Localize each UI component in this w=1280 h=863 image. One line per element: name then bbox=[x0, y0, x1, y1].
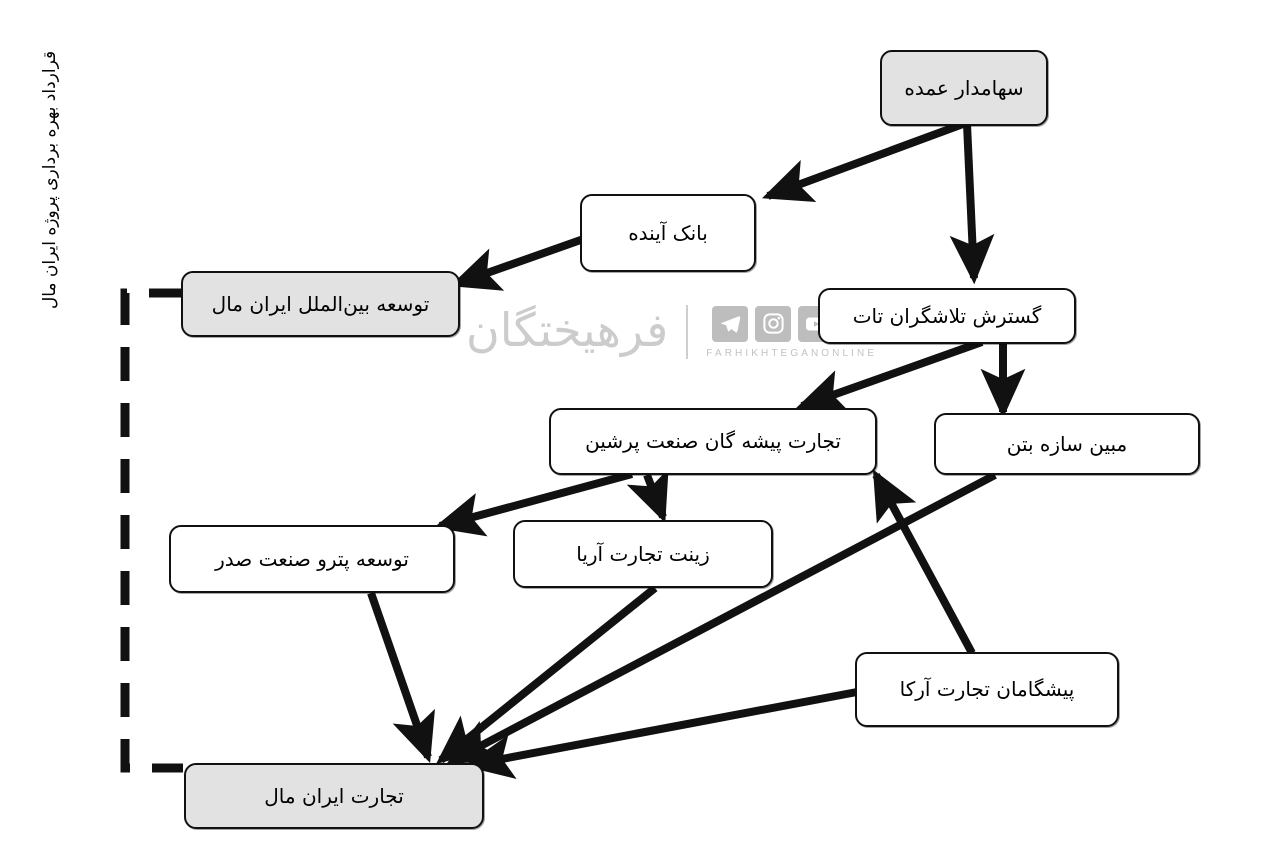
node-tosee-beinolmelal-iran-mall[interactable]: توسعه بین‌الملل ایران مال bbox=[181, 271, 460, 337]
watermark-logo: فرهیختگان bbox=[466, 303, 669, 357]
edge-major-shareholder-to-bank-ayandeh bbox=[761, 120, 965, 203]
edge-pishgaman-arka-to-tejarat-pishegan bbox=[872, 469, 976, 655]
watermark-divider bbox=[686, 305, 689, 359]
instagram-icon bbox=[755, 305, 792, 342]
node-label: تجارت پیشه گان صنعت پرشین bbox=[585, 429, 841, 453]
node-pishgaman-tejarat-arka[interactable]: پیشگامان تجارت آرکا bbox=[855, 652, 1119, 727]
node-tosee-petro-sanat-sadr[interactable]: توسعه پترو صنعت صدر bbox=[169, 525, 455, 593]
bracket-label: قرارداد بهره برداری پروژه ایران مال bbox=[40, 50, 60, 310]
watermark-caption: FARHIKHTEGANONLINE bbox=[706, 347, 878, 359]
node-label: مبین سازه بتن bbox=[1006, 431, 1128, 456]
telegram-icon bbox=[712, 305, 749, 342]
edge-zinat-aria-to-tejarat-iran-mall bbox=[436, 584, 658, 765]
edge-pishgaman-arka-to-tejarat-iran-mall bbox=[463, 688, 858, 780]
node-major-shareholder[interactable]: سهامدار عمده bbox=[880, 50, 1048, 126]
node-label: توسعه بین‌الملل ایران مال bbox=[211, 291, 430, 316]
node-zinat-tejarat-aria[interactable]: زینت تجارت آریا bbox=[513, 520, 773, 588]
node-label: پیشگامان تجارت آرکا bbox=[899, 677, 1075, 701]
node-label: سهامدار عمده bbox=[904, 75, 1024, 100]
edge-major-shareholder-to-gostaresh bbox=[949, 123, 995, 285]
node-gostaresh-talashgaran-tat[interactable]: گسترش تلاشگران تات bbox=[818, 288, 1076, 344]
watermark: FARHIKHTEGANONLINE فرهیختگان bbox=[466, 303, 878, 359]
edge-gostaresh-to-tejarat-pishegan bbox=[795, 338, 984, 413]
node-bank-ayandeh[interactable]: بانک آینده bbox=[580, 194, 756, 272]
node-label: بانک آینده bbox=[628, 220, 708, 245]
edge-bank-ayandeh-to-tosee-beinolmelal bbox=[449, 232, 594, 291]
node-tejarat-pishegan-sanat-persian[interactable]: تجارت پیشه گان صنعت پرشین bbox=[549, 408, 877, 475]
edge-tejarat-pishegan-to-tosee-petro bbox=[433, 470, 634, 537]
edge-tosee-petro-to-tejarat-iran-mall bbox=[367, 591, 435, 764]
node-label: زینت تجارت آریا bbox=[576, 541, 710, 566]
node-mobin-saze-beton[interactable]: مبین سازه بتن bbox=[934, 413, 1200, 475]
node-label: گسترش تلاشگران تات bbox=[852, 303, 1042, 328]
edge-tejarat-pishegan-to-zinat-aria bbox=[626, 468, 669, 523]
node-tejarat-iran-mall[interactable]: تجارت ایران مال bbox=[184, 763, 484, 829]
node-label: تجارت ایران مال bbox=[264, 783, 404, 808]
node-label: توسعه پترو صنعت صدر bbox=[215, 546, 409, 571]
